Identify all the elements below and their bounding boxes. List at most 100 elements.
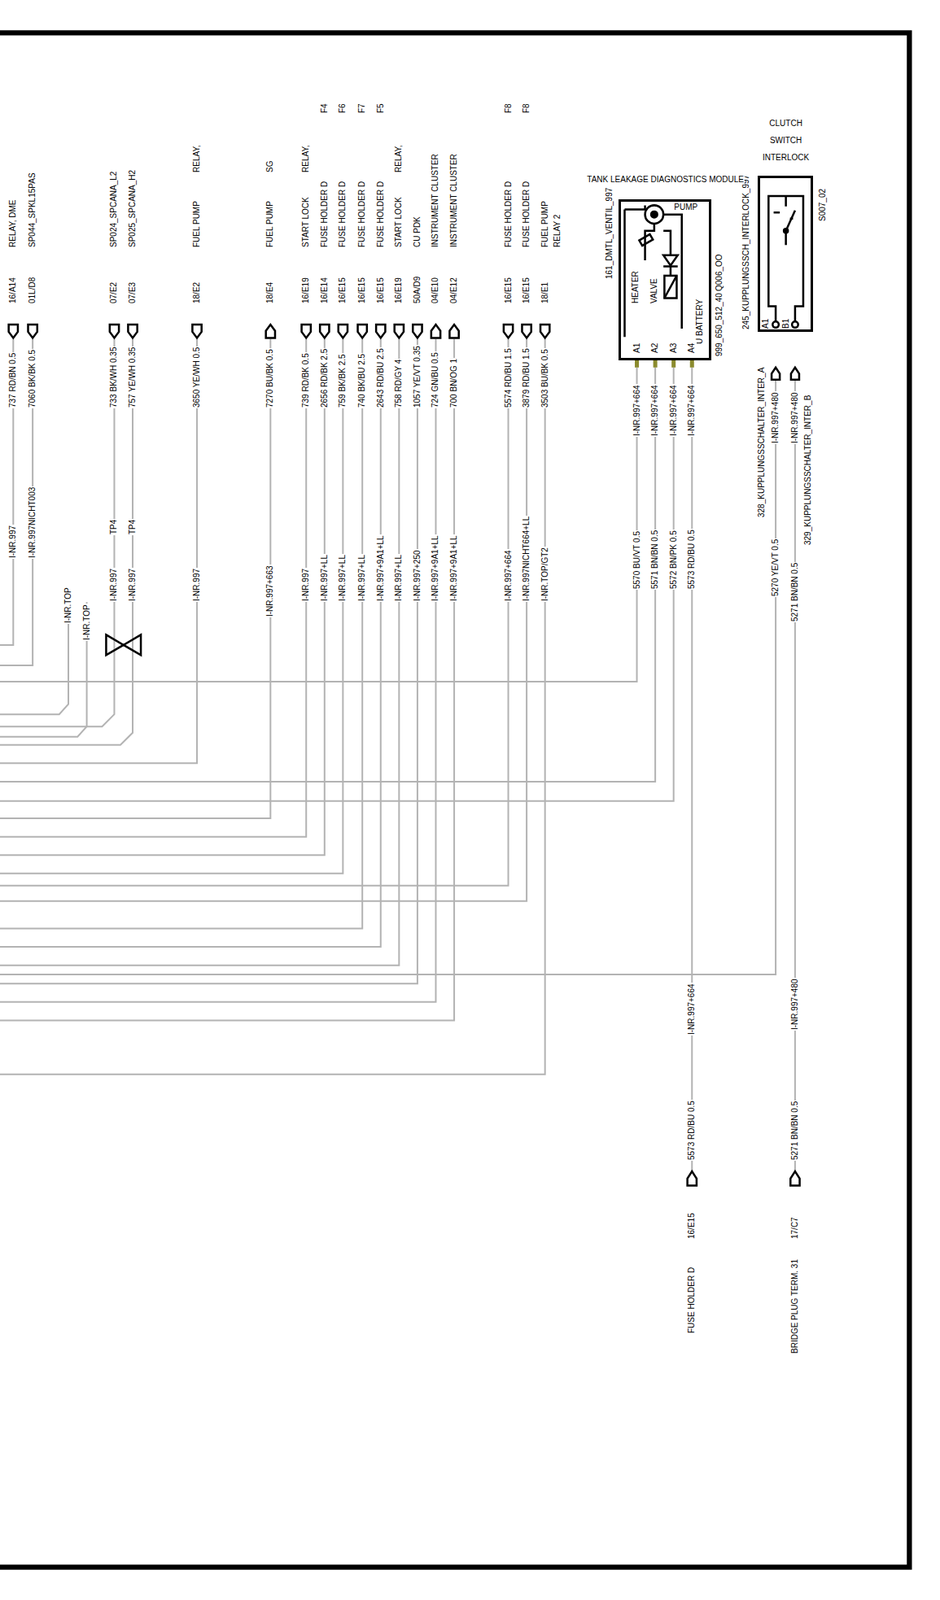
connector-symbol: [771, 367, 780, 381]
harness-code: I-NR.997+480: [770, 391, 781, 445]
wire: [0, 339, 546, 1076]
component-name: 328_KUPPLUNGSSCHALTER_INTER_A: [756, 367, 767, 519]
connector-symbol: [192, 324, 202, 338]
harness-code: I-NR.997+664: [686, 983, 697, 1037]
wire: [0, 367, 656, 783]
pin-code: 16/E15: [686, 1212, 697, 1241]
wire: [0, 339, 197, 765]
wire-label: 5270 YE/VT 0.5: [770, 537, 781, 597]
wire: [0, 339, 325, 857]
frame-border: [0, 32, 910, 1568]
harness-code: I-NR.997+664: [503, 549, 514, 603]
pin-code: 16/E19: [301, 276, 311, 305]
pin-code: 16/E15: [376, 276, 386, 305]
harness-code: TP4: [109, 519, 119, 536]
pin-code: 04/E12: [449, 276, 460, 305]
pin-code: 16/A14: [8, 276, 18, 305]
connector-symbol: [449, 324, 459, 338]
clutch-switch-internals: [768, 196, 804, 328]
connector-symbol: [301, 324, 311, 338]
harness-code: I-NR.997: [301, 568, 311, 603]
wire: [0, 339, 436, 1003]
internal-line: [663, 214, 683, 329]
component-name: INSTRUMENT CLUSTER: [430, 153, 441, 249]
wire-label: 739 RD/BK 0.5: [301, 352, 311, 409]
wire-label: 2643 RD/BU 2.5: [376, 347, 386, 409]
pin-code: 16/E15: [337, 276, 348, 305]
wire-label: 733 BK/WH 0.35: [109, 345, 119, 408]
harness-code: I-NR.997: [192, 568, 202, 603]
component-name: Q006_OO: [714, 253, 725, 293]
wire-label: 737 RD/BN 0.5: [8, 351, 18, 408]
pin-stub: [634, 360, 639, 368]
harness-code: I-NR.997+LL: [337, 554, 348, 603]
component-name: RELAY, DME: [8, 198, 18, 249]
harness-code: I-NR.997: [109, 568, 119, 603]
wire-label: 1057 YE/VT 0.35: [412, 345, 423, 409]
component-name: F8: [521, 103, 532, 115]
component-name: FUEL PUMP: [265, 200, 276, 249]
component-name: F5: [376, 103, 386, 115]
internal-line: [624, 205, 645, 337]
harness-code: I-NR.997+480: [790, 978, 801, 1032]
wire: [794, 380, 796, 1172]
pin-code: 16/E19: [393, 276, 404, 305]
pin-code: 07/E3: [127, 281, 138, 305]
wire: [0, 339, 307, 838]
connector-symbol: [27, 324, 37, 338]
pin-stub: [653, 360, 658, 368]
pin-circle: [791, 321, 799, 328]
component-name: SP025_SPCANA_H2: [127, 169, 138, 249]
pin-circle: [772, 321, 779, 328]
wire: [0, 339, 399, 967]
wire-label: 2656 RD/BK 2.5: [319, 347, 330, 408]
harness-code: I-NR.997+9A1+LL: [376, 534, 386, 603]
function-label: HEATER: [630, 270, 641, 305]
connector-symbol: [394, 324, 404, 338]
harness-code: TP4: [127, 519, 138, 536]
wire: [0, 367, 674, 802]
wire: [0, 339, 381, 948]
harness-code: I-NR.997+664: [650, 384, 661, 438]
connector-symbol: [503, 324, 513, 338]
connector-symbol: [358, 324, 368, 338]
wire: [0, 339, 363, 930]
internal-line: [663, 231, 671, 256]
pin-name: A2: [650, 342, 661, 355]
harness-code: I-NR.997: [8, 524, 18, 560]
pin-stub: [671, 360, 676, 368]
pump-symbol: [651, 211, 658, 219]
wire: [0, 339, 133, 746]
module-box: TANK LEAKAGE DIAGNOSTICS MODULEPUMPHEATE…: [571, 168, 756, 361]
wire: [0, 380, 776, 975]
wire: [690, 367, 693, 1172]
valve-coil: [664, 275, 677, 299]
wire-label: 700 BN/OG 1: [449, 358, 460, 409]
connector-symbol: [790, 1171, 800, 1187]
component-name: SP044_SPKL15PAS: [27, 171, 38, 249]
box-border: [757, 175, 814, 333]
pin-code: 04/E10: [430, 276, 441, 305]
harness-code: I-NR.997+664: [686, 384, 697, 438]
harness-code: I-NR.TOP/GT2: [540, 546, 551, 603]
pin-name: A3: [668, 342, 679, 355]
harness-code: I-NR.997NICHT664+LL: [521, 515, 532, 603]
harness-code: I-NR.997+663: [265, 564, 276, 618]
harness-code: I-NR.997+LL: [357, 554, 368, 603]
component-name: F7: [357, 103, 368, 115]
pump-symbol: [645, 205, 665, 224]
wire-label: 759 BK/BK 2.5: [337, 353, 348, 409]
connector-symbol: [521, 324, 531, 338]
component-name: FUSE HOLDER D: [337, 180, 348, 249]
pin-name: A1: [632, 342, 643, 355]
connector-symbol: [127, 324, 137, 338]
wire-label: 724 GN/BU 0.5: [430, 351, 441, 409]
pin-code: 16/E15: [357, 276, 368, 305]
component-name: INSTRUMENT CLUSTER: [449, 153, 460, 249]
wire: [0, 586, 69, 715]
connector-symbol: [109, 324, 119, 338]
component-name: FUEL PUMP: [192, 200, 202, 249]
pin-code: 50A/D9: [412, 275, 423, 304]
switch-contact: [786, 196, 796, 245]
harness-code: I-NR.997+LL: [319, 554, 330, 603]
